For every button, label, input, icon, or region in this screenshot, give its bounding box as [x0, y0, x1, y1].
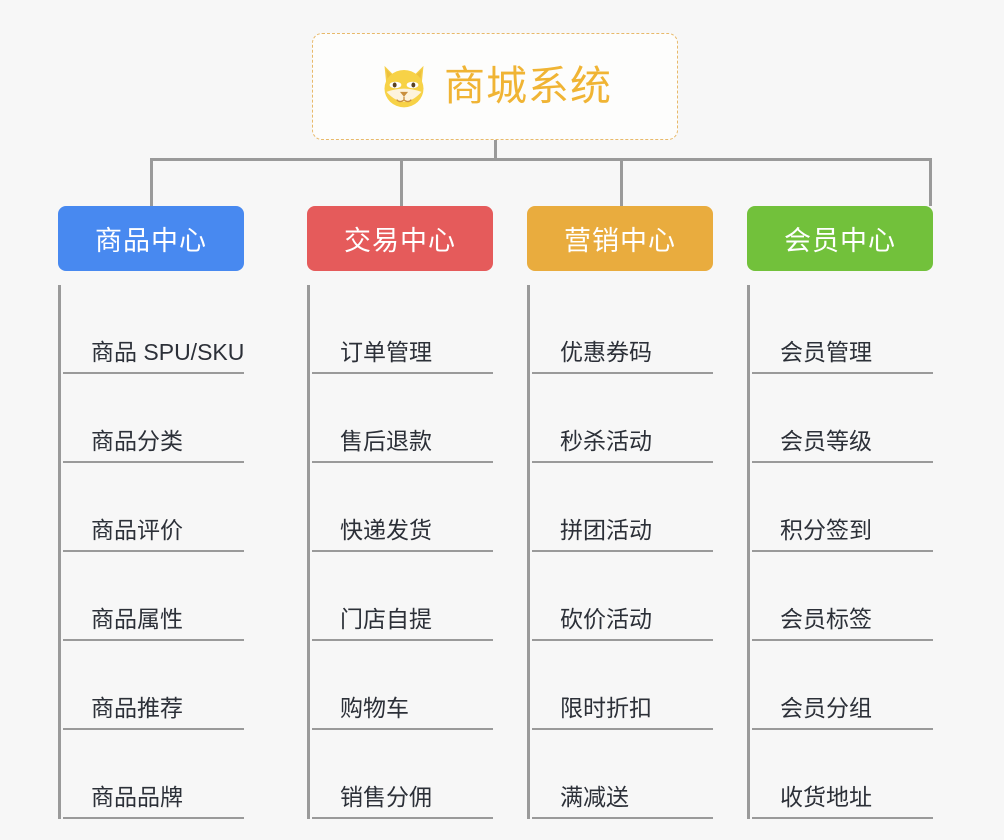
branch-header-1[interactable]: 商品中心 — [58, 206, 244, 271]
leaf-item[interactable]: 积分签到 — [752, 463, 933, 552]
leaf-label: 秒杀活动 — [560, 428, 652, 454]
branch-header-label-4: 会员中心 — [784, 226, 896, 256]
leaf-label: 购物车 — [340, 695, 409, 721]
leaf-label: 销售分佣 — [340, 784, 432, 810]
branch-column-2: 交易中心 订单管理 售后退款 快递发货 门店自提 购物车 销售分佣 — [307, 206, 493, 819]
leaf-item[interactable]: 商品推荐 — [63, 641, 244, 730]
leaf-list-2: 订单管理 售后退款 快递发货 门店自提 购物车 销售分佣 — [307, 285, 493, 819]
leaf-item[interactable]: 会员管理 — [752, 285, 933, 374]
leaf-item[interactable]: 满减送 — [532, 730, 713, 819]
leaf-label: 限时折扣 — [560, 695, 652, 721]
leaf-item[interactable]: 门店自提 — [312, 552, 493, 641]
leaf-label: 售后退款 — [340, 428, 432, 454]
root-title: 商城系统 — [444, 63, 612, 109]
leaf-label: 优惠券码 — [560, 339, 652, 365]
shiba-dog-face-icon — [384, 65, 424, 109]
leaf-item[interactable]: 限时折扣 — [532, 641, 713, 730]
leaf-list-3: 优惠券码 秒杀活动 拼团活动 砍价活动 限时折扣 满减送 — [527, 285, 713, 819]
connector-drop-4 — [929, 158, 932, 206]
leaf-item[interactable]: 购物车 — [312, 641, 493, 730]
leaf-item[interactable]: 销售分佣 — [312, 730, 493, 819]
leaf-label: 订单管理 — [340, 339, 432, 365]
leaf-label: 会员分组 — [780, 695, 872, 721]
leaf-item[interactable]: 拼团活动 — [532, 463, 713, 552]
leaf-item[interactable]: 商品品牌 — [63, 730, 244, 819]
leaf-label: 商品分类 — [91, 428, 183, 454]
leaf-label: 会员标签 — [780, 606, 872, 632]
leaf-label: 会员等级 — [780, 428, 872, 454]
branch-header-4[interactable]: 会员中心 — [747, 206, 933, 271]
leaf-item[interactable]: 订单管理 — [312, 285, 493, 374]
leaf-label: 会员管理 — [780, 339, 872, 365]
leaf-item[interactable]: 商品分类 — [63, 374, 244, 463]
leaf-item[interactable]: 商品 SPU/SKU — [63, 285, 244, 374]
leaf-label: 拼团活动 — [560, 517, 652, 543]
leaf-label: 砍价活动 — [560, 606, 652, 632]
leaf-item[interactable]: 会员分组 — [752, 641, 933, 730]
branch-header-label-1: 商品中心 — [95, 226, 207, 256]
branch-header-label-2: 交易中心 — [344, 226, 456, 256]
leaf-label: 商品品牌 — [91, 784, 183, 810]
leaf-item[interactable]: 秒杀活动 — [532, 374, 713, 463]
leaf-list-1: 商品 SPU/SKU 商品分类 商品评价 商品属性 商品推荐 商品品牌 — [58, 285, 244, 819]
branch-column-1: 商品中心 商品 SPU/SKU 商品分类 商品评价 商品属性 商品推荐 商品品牌 — [58, 206, 244, 819]
connector-drop-1 — [150, 158, 153, 206]
leaf-item[interactable]: 砍价活动 — [532, 552, 713, 641]
leaf-label: 商品评价 — [91, 517, 183, 543]
branch-header-3[interactable]: 营销中心 — [527, 206, 713, 271]
leaf-item[interactable]: 商品属性 — [63, 552, 244, 641]
leaf-label: 快递发货 — [340, 517, 432, 543]
leaf-label: 商品 SPU/SKU — [91, 339, 245, 365]
root-node[interactable]: 商城系统 — [312, 33, 678, 140]
leaf-list-4: 会员管理 会员等级 积分签到 会员标签 会员分组 收货地址 — [747, 285, 933, 819]
connector-root-stem — [494, 140, 497, 161]
leaf-item[interactable]: 优惠券码 — [532, 285, 713, 374]
branch-header-2[interactable]: 交易中心 — [307, 206, 493, 271]
leaf-label: 商品属性 — [91, 606, 183, 632]
leaf-label: 收货地址 — [780, 784, 872, 810]
leaf-item[interactable]: 收货地址 — [752, 730, 933, 819]
branch-column-4: 会员中心 会员管理 会员等级 积分签到 会员标签 会员分组 收货地址 — [747, 206, 933, 819]
leaf-label: 积分签到 — [780, 517, 872, 543]
leaf-item[interactable]: 会员等级 — [752, 374, 933, 463]
branch-column-3: 营销中心 优惠券码 秒杀活动 拼团活动 砍价活动 限时折扣 满减送 — [527, 206, 713, 819]
leaf-label: 满减送 — [560, 784, 629, 810]
connector-horizontal-bus — [150, 158, 932, 161]
leaf-item[interactable]: 会员标签 — [752, 552, 933, 641]
branch-header-label-3: 营销中心 — [564, 226, 676, 256]
leaf-item[interactable]: 快递发货 — [312, 463, 493, 552]
leaf-label: 门店自提 — [340, 606, 432, 632]
connector-drop-2 — [400, 158, 403, 206]
connector-drop-3 — [620, 158, 623, 206]
leaf-item[interactable]: 商品评价 — [63, 463, 244, 552]
leaf-label: 商品推荐 — [91, 695, 183, 721]
leaf-item[interactable]: 售后退款 — [312, 374, 493, 463]
